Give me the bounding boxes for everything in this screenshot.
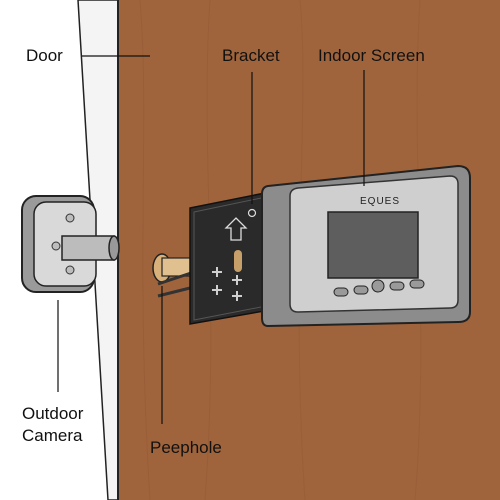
indoor-screen <box>261 164 471 328</box>
leader-lines <box>57 55 365 424</box>
bracket-plate <box>189 191 271 325</box>
brand-logo-text: EQUES <box>360 196 401 207</box>
outdoor-camera-label-line1: Outdoor <box>22 404 84 423</box>
peephole-label: Peephole <box>150 438 222 457</box>
door-label: Door <box>26 46 63 65</box>
outdoor-camera-label-line2: Camera <box>22 426 83 445</box>
bracket-label: Bracket <box>222 46 280 65</box>
indoor-screen-label: Indoor Screen <box>318 46 425 65</box>
outdoor-camera <box>21 195 120 293</box>
